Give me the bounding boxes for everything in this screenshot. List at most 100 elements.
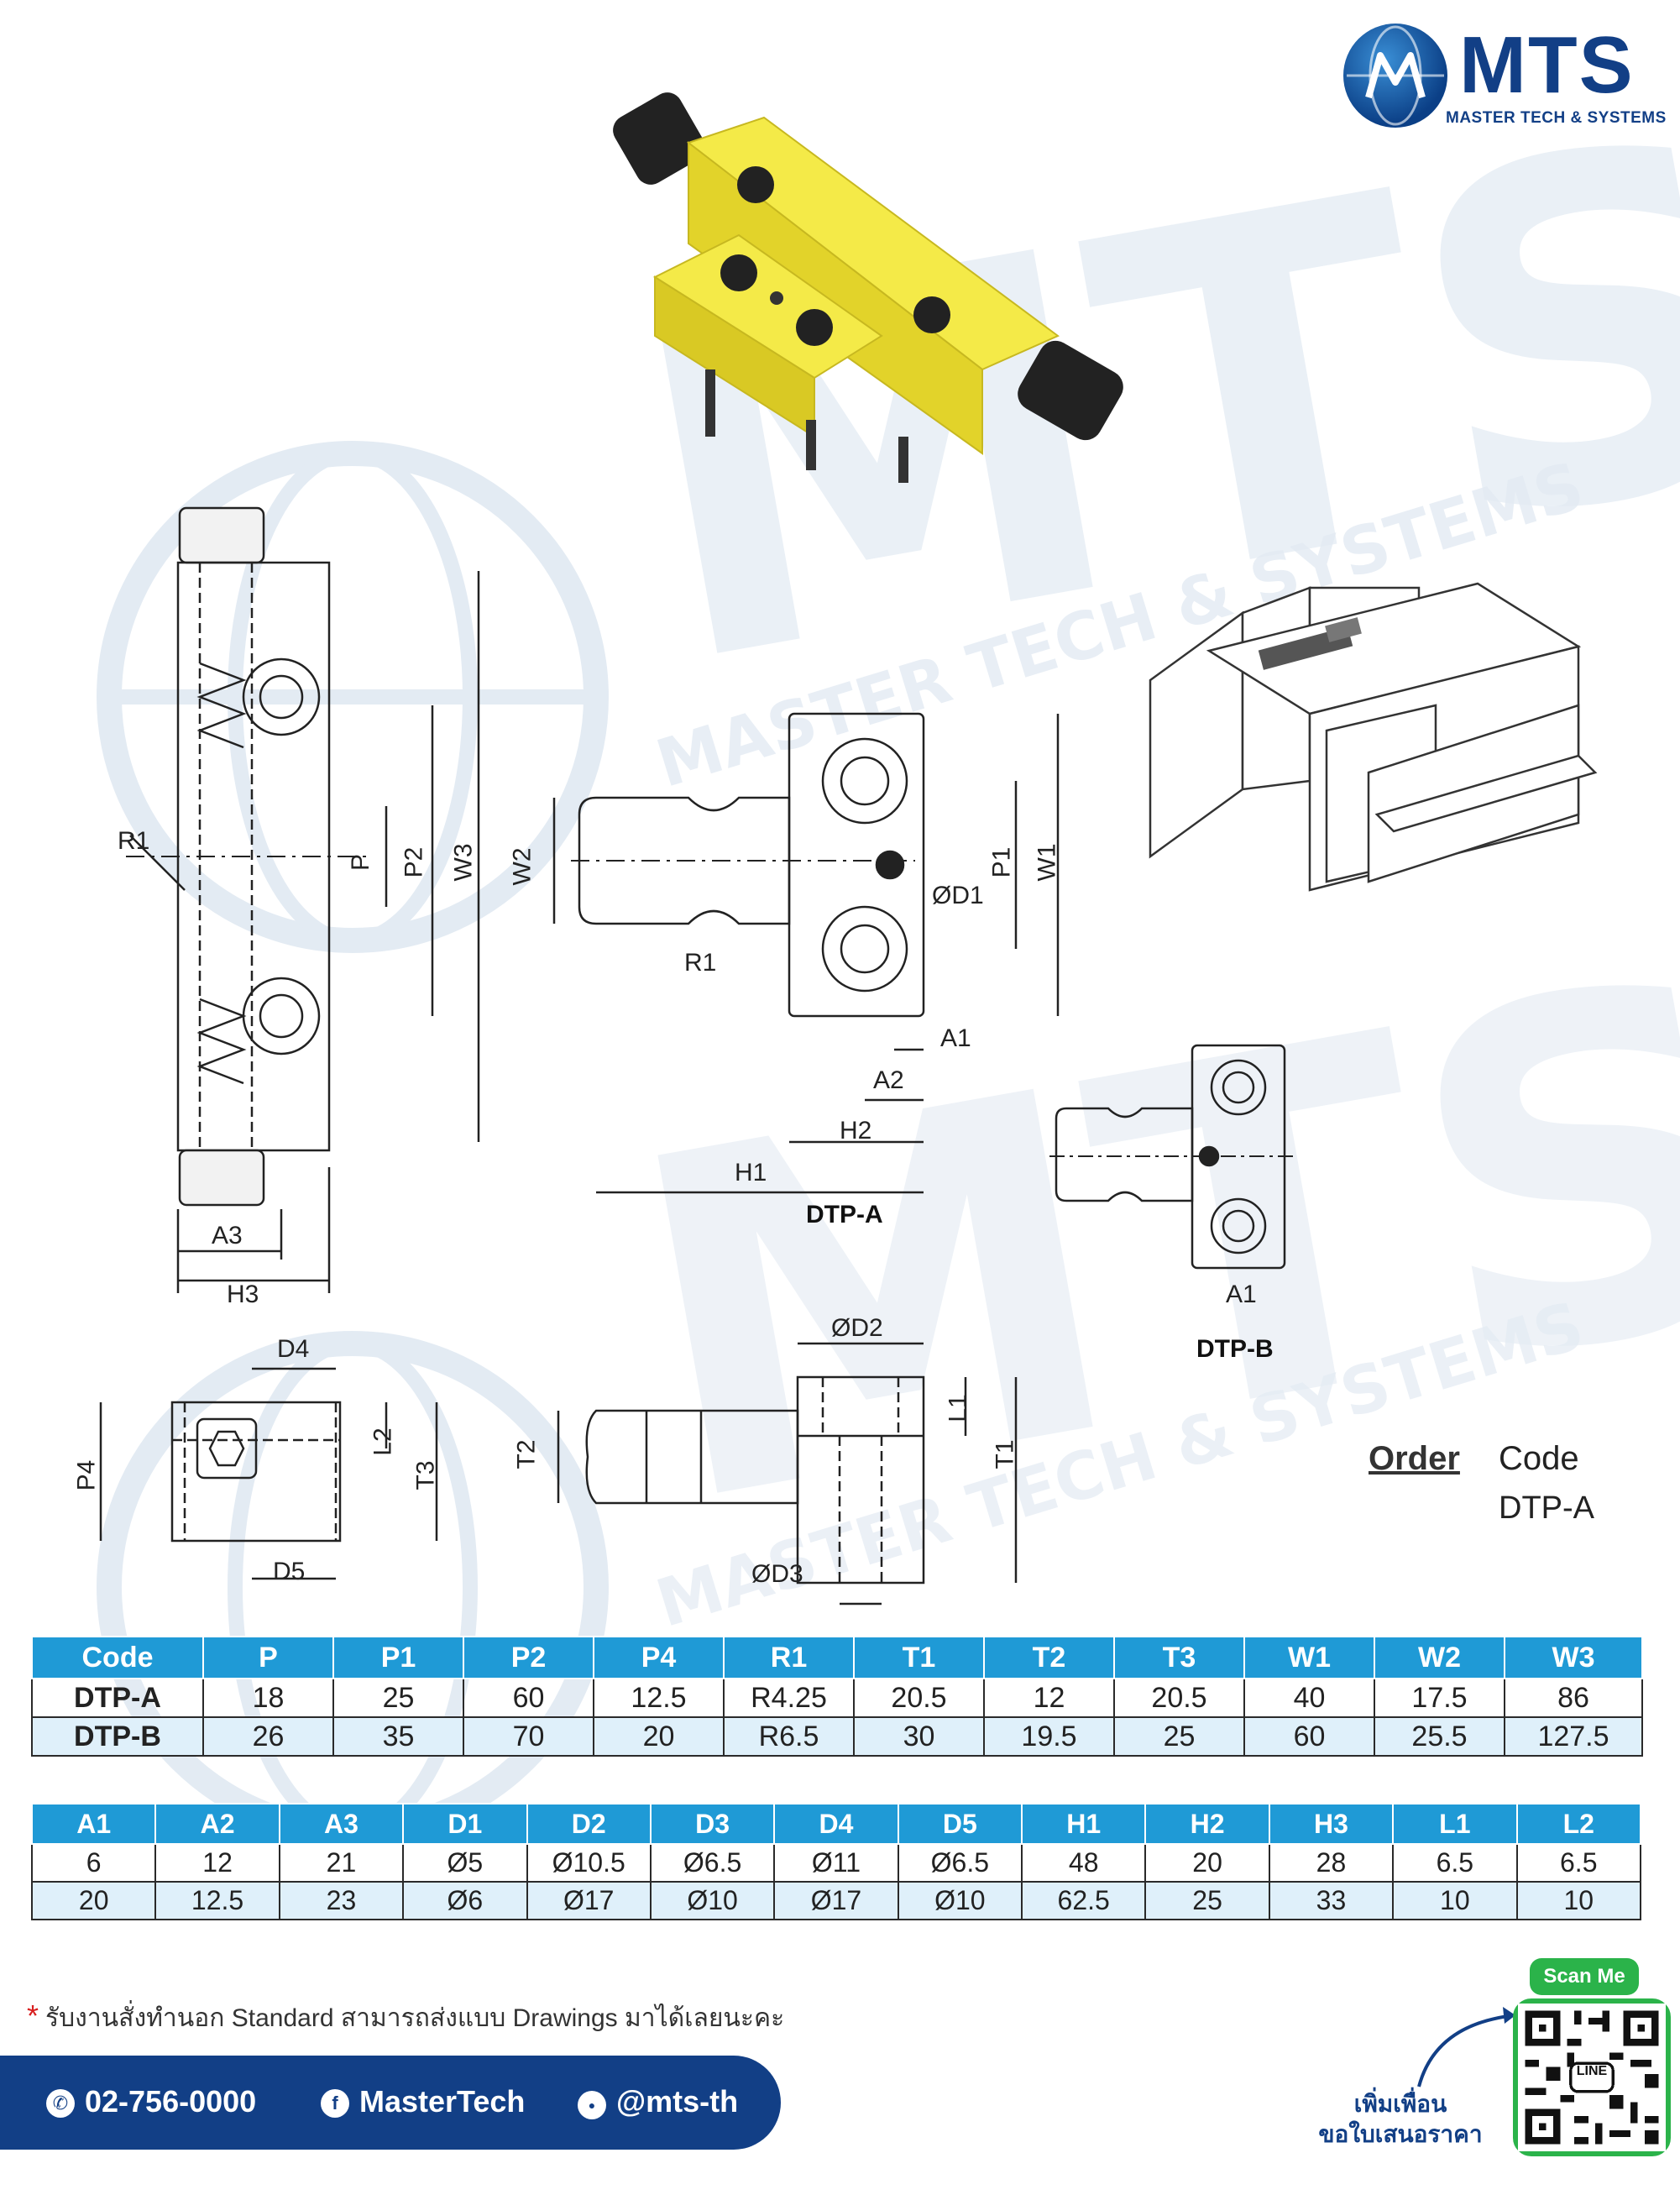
table-cell: DTP-A [31, 1678, 204, 1718]
mts-logo-icon [1343, 24, 1447, 128]
table-cell: DTP-B [31, 1716, 204, 1757]
table-cell: 25 [1113, 1716, 1245, 1757]
dim-label-d3: ØD3 [751, 1560, 803, 1588]
drawing-dtp-a-plan [552, 712, 1060, 1194]
drawing-side-elevation [126, 506, 480, 1293]
col-header: H1 [1020, 1803, 1147, 1845]
table-cell: Ø11 [773, 1843, 899, 1883]
product-image-yellow-dtp [613, 92, 1123, 483]
table-cell: Ø10 [897, 1881, 1023, 1920]
order-code-label: Code [1499, 1440, 1579, 1477]
col-header: H2 [1144, 1803, 1270, 1845]
line-text: @mts-th [616, 2084, 739, 2119]
col-header: L2 [1515, 1803, 1641, 1845]
table-cell: Ø17 [526, 1881, 652, 1920]
table-cell: 17.5 [1374, 1678, 1505, 1718]
spec-table-secondary: A1 A2 A3 D1 D2 D3 D4 D5 H1 H2 H3 L1 L2 6… [30, 1803, 1641, 1920]
table-cell: 12.5 [593, 1678, 725, 1718]
watermark-globe [97, 441, 609, 953]
line-icon: ● [578, 2091, 606, 2119]
quote-request-text: ขอใบเสนอราคา [1318, 2121, 1483, 2147]
table-cell: Ø5 [402, 1843, 528, 1883]
table-cell: R6.5 [723, 1716, 855, 1757]
col-header: D2 [526, 1803, 652, 1845]
table-cell: 70 [463, 1716, 594, 1757]
contact-bar [0, 2056, 781, 2150]
table-cell: 10 [1515, 1881, 1641, 1920]
phone-icon: ✆ [46, 2089, 75, 2118]
col-header: T2 [983, 1636, 1115, 1679]
dim-label-r1: R1 [118, 827, 150, 855]
facebook-icon: f [321, 2089, 349, 2118]
phone-link[interactable]: ✆ 02-756-0000 [46, 2084, 256, 2119]
table-cell: Ø6.5 [649, 1843, 776, 1883]
qr-line-badge: LINE [1576, 2064, 1608, 2078]
table-cell: 18 [202, 1678, 334, 1718]
table-row: DTP-A 18 25 60 12.5 R4.25 20.5 12 20.5 4… [31, 1678, 1643, 1718]
table-cell: 20.5 [853, 1678, 985, 1718]
table-cell: 20 [593, 1716, 725, 1757]
dim-label-a2: A2 [873, 1066, 904, 1094]
table-cell: 23 [278, 1881, 405, 1920]
table-cell: 62.5 [1020, 1881, 1147, 1920]
table-cell: 6.5 [1392, 1843, 1518, 1883]
dim-label-p: P [347, 853, 375, 872]
table-cell: 25 [1144, 1881, 1270, 1920]
line-link[interactable]: ● @mts-th [578, 2084, 738, 2119]
table-cell: 86 [1504, 1678, 1643, 1718]
dim-label-l2: L2 [369, 1427, 397, 1456]
dim-label-d2: ØD2 [831, 1314, 883, 1342]
col-header: H3 [1268, 1803, 1395, 1845]
col-header: D4 [773, 1803, 899, 1845]
curved-arrow-icon [1417, 2007, 1516, 2087]
drawing-title-dtp-a: DTP-A [806, 1201, 883, 1228]
note-text: รับงานสั่งทำนอก Standard สามารถส่งแบบ Dr… [45, 2004, 785, 2032]
col-header: D1 [402, 1803, 528, 1845]
col-header: P1 [332, 1636, 464, 1679]
col-header: W1 [1243, 1636, 1375, 1679]
col-header: T3 [1113, 1636, 1245, 1679]
logo-tagline: MASTER TECH & SYSTEMS [1446, 109, 1667, 127]
dim-label-h1: H1 [735, 1159, 767, 1186]
table-cell: 48 [1020, 1843, 1147, 1883]
dim-label-p1: P1 [987, 846, 1016, 878]
col-header: P [202, 1636, 334, 1679]
table-cell: 12 [154, 1843, 280, 1883]
table-cell: 6.5 [1515, 1843, 1641, 1883]
table-row: 20 12.5 23 Ø6 Ø17 Ø10 Ø17 Ø10 62.5 25 33… [30, 1881, 1641, 1920]
table-cell: Ø17 [773, 1881, 899, 1920]
table-cell: 33 [1268, 1881, 1395, 1920]
table-cell: 21 [278, 1843, 405, 1883]
table-header-row: A1 A2 A3 D1 D2 D3 D4 D5 H1 H2 H3 L1 L2 [30, 1803, 1641, 1845]
table-cell: 40 [1243, 1678, 1375, 1718]
table-row: DTP-B 26 35 70 20 R6.5 30 19.5 25 60 25.… [31, 1716, 1643, 1757]
table-cell: 19.5 [983, 1716, 1115, 1757]
scan-me-badge: Scan Me [1530, 1958, 1639, 1995]
col-header: A2 [154, 1803, 280, 1845]
table-cell: 20.5 [1113, 1678, 1245, 1718]
dim-label-a1-dtpb: A1 [1226, 1281, 1257, 1308]
line-qr-code[interactable]: LINE [1513, 1998, 1671, 2156]
dim-label-w2: W2 [508, 847, 536, 886]
table-cell: Ø10 [649, 1881, 776, 1920]
order-code-value: DTP-A [1499, 1490, 1594, 1526]
dim-label-t3: T3 [411, 1460, 440, 1490]
col-header: L1 [1392, 1803, 1518, 1845]
table-cell: 28 [1268, 1843, 1395, 1883]
facebook-link[interactable]: f MasterTech [321, 2084, 525, 2119]
dim-label-a3: A3 [212, 1222, 243, 1249]
col-header: D3 [649, 1803, 776, 1845]
dim-label-h2: H2 [840, 1117, 872, 1145]
dim-label-a1: A1 [940, 1024, 971, 1052]
table-cell: Ø10.5 [526, 1843, 652, 1883]
phone-text: 02-756-0000 [85, 2084, 257, 2119]
table-cell: 35 [332, 1716, 464, 1757]
drawing-side-section [557, 1342, 1018, 1605]
col-header: Code [31, 1636, 204, 1679]
drawing-dtp-b-plan [1049, 1044, 1293, 1270]
drawing-front-block [99, 1367, 438, 1580]
dim-label-d5: D5 [273, 1558, 306, 1585]
facebook-text: MasterTech [359, 2084, 526, 2119]
dim-label-p2: P2 [400, 846, 428, 878]
dim-label-h3: H3 [227, 1281, 259, 1308]
